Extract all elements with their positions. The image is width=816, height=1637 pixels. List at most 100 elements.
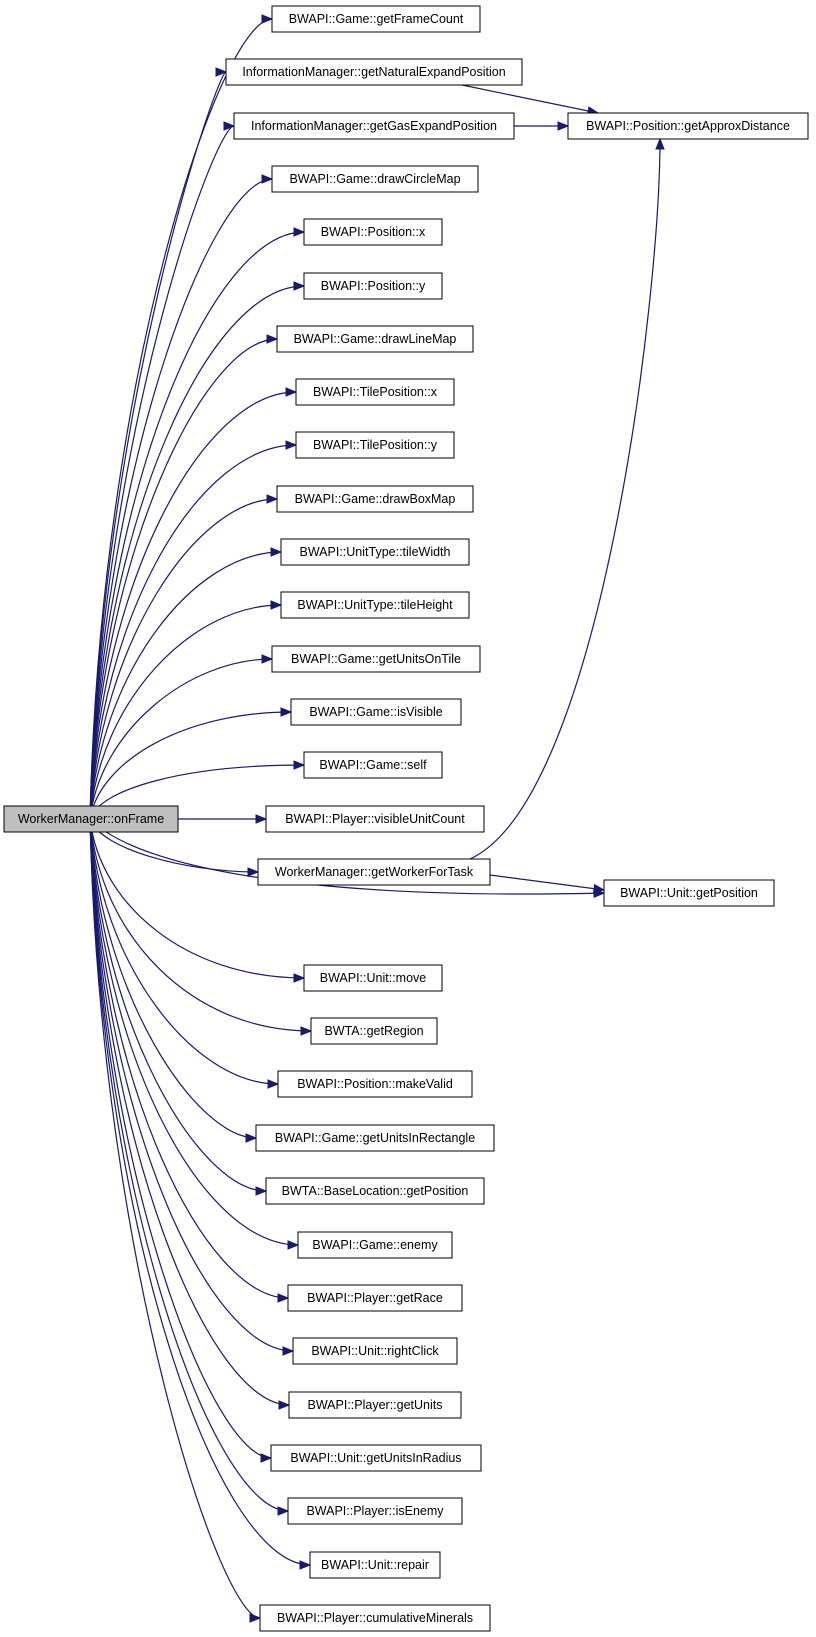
arrow-head	[287, 1240, 300, 1250]
edge-line	[89, 818, 299, 1246]
node-bwapi-player-getrace[interactable]: BWAPI::Player::getRace	[287, 1284, 463, 1312]
node-bwapi-game-drawcirclemap[interactable]: BWAPI::Game::drawCircleMap	[271, 165, 479, 193]
node-label: BWAPI::Unit::getPosition	[620, 886, 758, 900]
node-bwta-getregion[interactable]: BWTA::getRegion	[310, 1017, 438, 1045]
arrow-head	[270, 600, 283, 610]
root-node-workermanager-onframe: WorkerManager::onFrame	[3, 805, 179, 833]
node-box	[271, 645, 481, 673]
edge-line	[89, 71, 227, 820]
node-bwapi-unit-rightclick[interactable]: BWAPI::Unit::rightClick	[292, 1337, 458, 1365]
node-bwapi-player-getunits[interactable]: BWAPI::Player::getUnits	[288, 1391, 462, 1419]
edge-line	[89, 178, 273, 820]
node-label: BWAPI::Position::x	[321, 225, 426, 239]
node-bwapi-game-getunitsinrectangle[interactable]: BWAPI::Game::getUnitsInRectangle	[255, 1124, 495, 1152]
node-bwapi-game-getframecount[interactable]: BWAPI::Game::getFrameCount	[271, 5, 481, 33]
node-bwapi-unit-getunitsinradius[interactable]: BWAPI::Unit::getUnitsInRadius	[270, 1444, 482, 1472]
node-workermanager-getworkerfortask[interactable]: WorkerManager::getWorkerForTask	[257, 858, 491, 886]
arrow-head	[255, 1186, 268, 1196]
node-box	[295, 378, 455, 406]
arrow-head	[270, 547, 283, 557]
edge-workermanager-onframe-to-bwapi-game-getunitsinrectangle	[89, 818, 258, 1143]
edge-line	[89, 818, 257, 1139]
edge-workermanager-onframe-to-bwapi-player-visibleunitcount	[170, 814, 268, 824]
edge-workermanager-onframe-to-bwapi-position-makevalid	[89, 818, 280, 1089]
node-box	[271, 165, 479, 193]
node-bwapi-unit-getposition[interactable]: BWAPI::Unit::getPosition	[603, 879, 775, 907]
arrow-head	[277, 1506, 290, 1516]
edge-line	[89, 391, 297, 820]
edge-workermanager-onframe-to-bwapi-unit-repair	[89, 818, 312, 1570]
edge-line	[89, 818, 294, 1352]
node-box	[233, 112, 515, 140]
arrow-head	[266, 494, 279, 504]
arrow-head	[261, 14, 274, 24]
node-box	[309, 1551, 441, 1579]
node-box	[265, 805, 485, 833]
node-bwapi-tileposition-y[interactable]: BWAPI::TilePosition::y	[295, 431, 455, 459]
node-bwapi-unittype-tilewidth[interactable]: BWAPI::UnitType::tileWidth	[280, 538, 470, 566]
node-label: BWAPI::Game::drawBoxMap	[295, 492, 456, 506]
node-box	[257, 858, 491, 886]
node-label: BWTA::BaseLocation::getPosition	[282, 1184, 469, 1198]
node-box	[270, 1444, 482, 1472]
node-box	[288, 1391, 462, 1419]
edge-line	[89, 18, 273, 820]
node-informationmanager-getnaturalexpandposition[interactable]: InformationManager::getNaturalExpandPosi…	[225, 58, 523, 86]
edge-workermanager-onframe-to-bwapi-player-isenemy	[89, 818, 290, 1516]
arrow-head	[293, 973, 306, 983]
node-informationmanager-getgasexpandposition[interactable]: InformationManager::getGasExpandPosition	[233, 112, 515, 140]
node-bwapi-position-x[interactable]: BWAPI::Position::x	[303, 218, 443, 246]
edge-line	[89, 818, 290, 1406]
node-bwapi-player-cumulativeminerals[interactable]: BWAPI::Player::cumulativeMinerals	[259, 1604, 491, 1632]
node-bwapi-unit-move[interactable]: BWAPI::Unit::move	[303, 964, 443, 992]
arrow-head	[261, 174, 274, 184]
node-bwapi-game-drawboxmap[interactable]: BWAPI::Game::drawBoxMap	[276, 485, 474, 513]
node-label: BWAPI::Unit::getUnitsInRadius	[290, 1451, 461, 1465]
edge-workermanager-onframe-to-bwapi-game-getframecount	[89, 14, 274, 820]
node-box	[276, 325, 474, 353]
edge-line	[469, 138, 661, 860]
node-box	[295, 431, 455, 459]
node-box	[603, 879, 775, 907]
node-box	[259, 1604, 491, 1632]
node-bwapi-unit-repair[interactable]: BWAPI::Unit::repair	[309, 1551, 441, 1579]
arrow-head	[285, 387, 298, 397]
edge-workermanager-onframe-to-bwapi-unittype-tileheight	[89, 600, 283, 820]
node-bwapi-game-drawlinemap[interactable]: BWAPI::Game::drawLineMap	[276, 325, 474, 353]
edge-line	[89, 444, 297, 820]
edge-line	[89, 818, 311, 1566]
node-box	[280, 591, 470, 619]
arrow-head	[655, 137, 665, 150]
arrow-head	[293, 281, 306, 291]
edge-workermanager-onframe-to-bwapi-tileposition-y	[89, 440, 298, 820]
node-bwapi-game-self[interactable]: BWAPI::Game::self	[303, 751, 443, 779]
node-label: BWAPI::Game::getUnitsOnTile	[291, 652, 461, 666]
edge-line	[461, 84, 599, 114]
node-bwapi-player-isenemy[interactable]: BWAPI::Player::isEnemy	[287, 1497, 463, 1525]
node-bwapi-game-enemy[interactable]: BWAPI::Game::enemy	[297, 1231, 453, 1259]
arrow-head	[260, 1453, 273, 1463]
node-label: BWAPI::Position::makeValid	[297, 1077, 453, 1091]
edge-workermanager-onframe-to-bwta-getregion	[89, 818, 313, 1036]
arrow-head	[278, 1400, 291, 1410]
node-bwapi-tileposition-x[interactable]: BWAPI::TilePosition::x	[295, 378, 455, 406]
arrow-head	[267, 1079, 280, 1089]
node-bwapi-position-getapproxdistance[interactable]: BWAPI::Position::getApproxDistance	[567, 112, 809, 140]
node-bwapi-position-makevalid[interactable]: BWAPI::Position::makeValid	[277, 1070, 473, 1098]
edges-layer	[89, 14, 665, 1623]
node-bwapi-position-y[interactable]: BWAPI::Position::y	[303, 272, 443, 300]
node-label: BWAPI::Game::getUnitsInRectangle	[275, 1131, 475, 1145]
node-bwapi-unittype-tileheight[interactable]: BWAPI::UnitType::tileHeight	[280, 591, 470, 619]
node-bwapi-game-isvisible[interactable]: BWAPI::Game::isVisible	[290, 698, 462, 726]
edge-workermanager-onframe-to-bwapi-game-isvisible	[89, 707, 293, 820]
arrow-head	[215, 67, 228, 77]
node-box	[276, 485, 474, 513]
edge-workermanager-onframe-to-bwapi-game-getunitsontile	[89, 654, 274, 820]
node-bwta-baselocation-getposition[interactable]: BWTA::BaseLocation::getPosition	[265, 1177, 485, 1205]
edge-line	[89, 818, 267, 1192]
edge-informationmanager-getnaturalexpandposition-to-bwapi-position-getapproxdistance	[461, 84, 600, 116]
node-bwapi-player-visibleunitcount[interactable]: BWAPI::Player::visibleUnitCount	[265, 805, 485, 833]
edge-workermanager-onframe-to-bwapi-player-cumulativeminerals	[89, 818, 262, 1623]
node-bwapi-game-getunitsontile[interactable]: BWAPI::Game::getUnitsOnTile	[271, 645, 481, 673]
arrow-head	[299, 1560, 312, 1570]
